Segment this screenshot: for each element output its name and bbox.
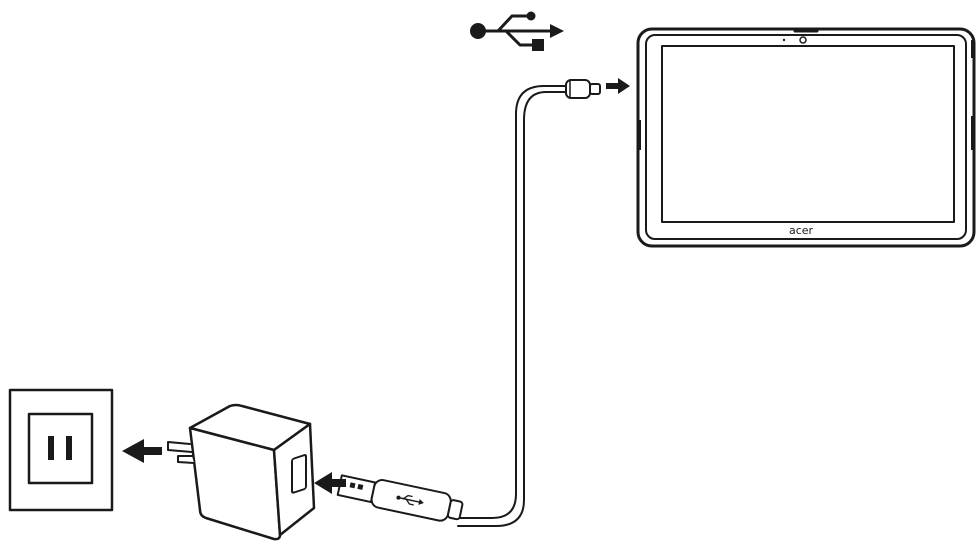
arrow-left-icon: [122, 439, 162, 463]
usb-a-connector: [336, 474, 464, 522]
arrow-right-icon: [606, 78, 630, 94]
wall-outlet: [8, 388, 114, 512]
tablet-brand-logo: acer: [789, 224, 814, 237]
usb-cable: [457, 85, 569, 527]
power-adapter: [167, 403, 316, 541]
usb-connector-symbol-icon: [396, 494, 424, 506]
micro-usb-connector: [565, 79, 601, 99]
front-camera-icon: [799, 36, 807, 44]
tablet-device: acer: [636, 27, 976, 248]
usb-symbol-icon: [470, 11, 564, 51]
arrow-left-icon: [314, 472, 346, 494]
